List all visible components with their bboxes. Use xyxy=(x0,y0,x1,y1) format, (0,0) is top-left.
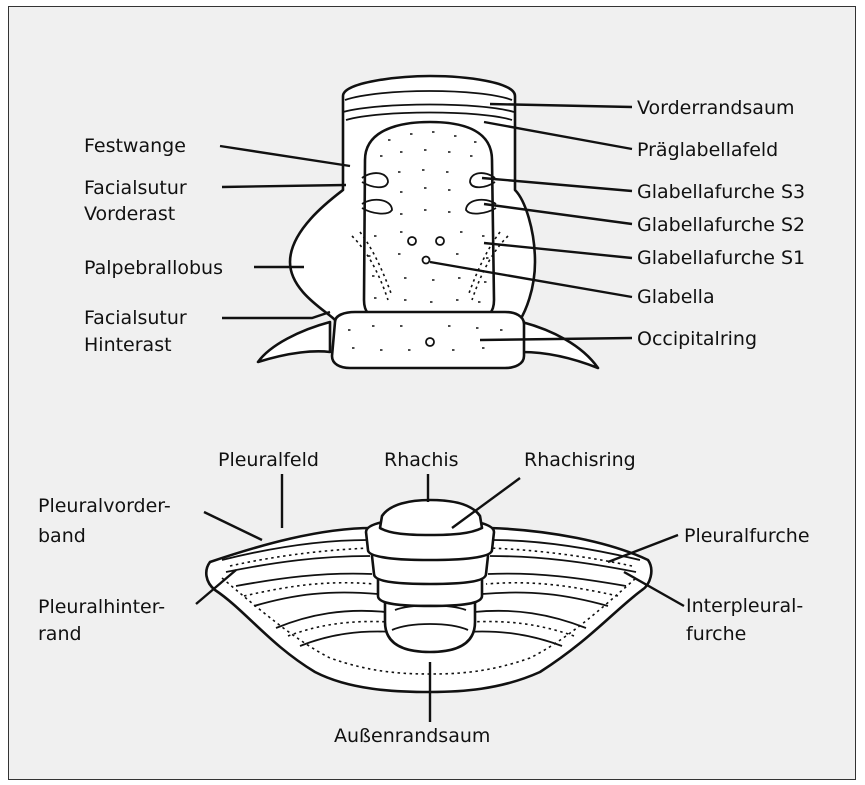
leader-facialsutur-hinterast xyxy=(222,312,330,318)
label-festwange: Festwange xyxy=(84,135,186,157)
label-facialsutur-vorderast-2: Vorderast xyxy=(84,203,175,225)
cephalon-drawing xyxy=(258,76,598,368)
label-occipitalring: Occipitalring xyxy=(637,328,757,350)
label-facialsutur-hinterast-1: Facialsutur xyxy=(84,307,187,329)
right-genal-wing xyxy=(522,322,598,368)
label-praeglabellafeld: Präglabellafeld xyxy=(637,139,778,161)
label-pleuralvorderband-2: band xyxy=(38,525,86,547)
leader-pleuralvorderband xyxy=(204,512,262,540)
label-facialsutur-hinterast-2: Hinterast xyxy=(84,334,172,356)
label-glabellafurche-s3: Glabellafurche S3 xyxy=(637,181,805,203)
label-glabellafurche-s1: Glabellafurche S1 xyxy=(637,247,805,269)
label-pleuralhinterrand-2: rand xyxy=(38,623,82,645)
label-facialsutur-vorderast-1: Facialsutur xyxy=(84,177,187,199)
left-genal-wing xyxy=(258,322,330,362)
label-pleuralhinterrand-1: Pleuralhinter- xyxy=(38,596,165,618)
label-interpleuralfurche-1: Interpleural- xyxy=(686,595,803,617)
label-rhachis: Rhachis xyxy=(384,449,459,471)
leader-facialsutur-vorderast xyxy=(222,185,346,187)
label-vorderrandsaum: Vorderrandsaum xyxy=(637,97,795,119)
label-pleuralfeld: Pleuralfeld xyxy=(218,449,319,471)
label-glabellafurche-s2: Glabellafurche S2 xyxy=(637,214,805,236)
leader-festwange xyxy=(220,146,350,166)
label-pleuralfurche: Pleuralfurche xyxy=(684,525,810,547)
label-aussenrandsaum: Außenrandsaum xyxy=(334,725,490,747)
label-palpebrallobus: Palpebrallobus xyxy=(84,257,223,279)
label-glabella: Glabella xyxy=(637,286,715,308)
label-rhachisring: Rhachisring xyxy=(524,449,636,471)
label-pleuralvorderband-1: Pleuralvorder- xyxy=(38,495,171,517)
label-interpleuralfurche-2: furche xyxy=(686,623,746,645)
